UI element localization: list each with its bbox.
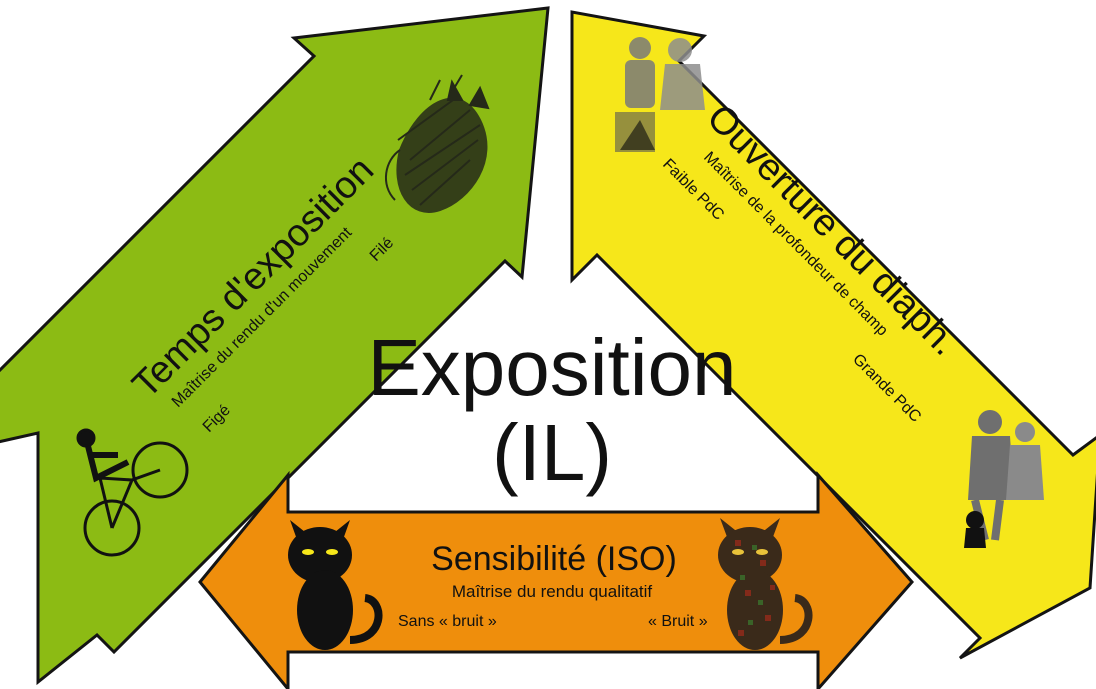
- noisy-cat-icon: [718, 518, 813, 650]
- sharp-people-icon: [964, 410, 1044, 548]
- iso-title: Sensibilité (ISO): [431, 540, 677, 578]
- blurred-cat-icon: [384, 74, 490, 213]
- black-cat-icon: [288, 520, 383, 650]
- iso-left-label: Sans « bruit »: [398, 613, 497, 630]
- iso-right-label: « Bruit »: [648, 613, 708, 630]
- cyclist-icon: [76, 428, 189, 557]
- center-subtitle: (IL): [492, 408, 612, 497]
- iso-subtitle: Maîtrise du rendu qualitatif: [452, 582, 653, 601]
- center-title: Exposition: [367, 323, 736, 412]
- blurred-people-icon: [615, 37, 705, 152]
- iso-arrow: Sensibilité (ISO) Maîtrise du rendu qual…: [198, 470, 914, 689]
